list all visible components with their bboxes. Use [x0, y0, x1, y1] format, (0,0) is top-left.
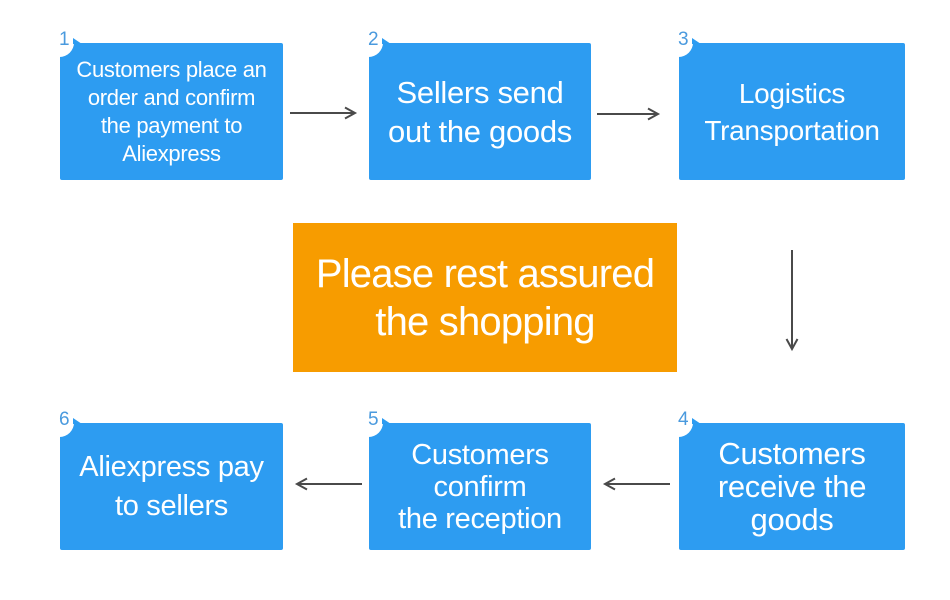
step-number-2: 2	[368, 29, 379, 50]
arrow-down-icon	[785, 250, 799, 356]
corner-curl	[382, 38, 391, 44]
flow-step-2: 2 Sellers send out the goods	[354, 28, 591, 180]
step-number-4: 4	[678, 409, 689, 430]
step-label-3: Logistics Transportation	[704, 77, 880, 146]
corner-notch	[354, 408, 383, 437]
step-number-5: 5	[368, 409, 379, 430]
step-number-3: 3	[678, 29, 689, 50]
corner-notch	[45, 28, 74, 57]
assurance-banner-label: Please rest assured the shopping	[315, 251, 655, 344]
step-label-2: Sellers send out the goods	[388, 74, 572, 149]
corner-curl	[73, 38, 82, 44]
arrow-right-icon	[290, 106, 362, 120]
step-number-6: 6	[59, 409, 70, 430]
step-number-1: 1	[59, 29, 70, 50]
corner-curl	[382, 418, 391, 424]
corner-curl	[692, 418, 701, 424]
flow-step-5: 5 Customers confirm the reception	[354, 408, 591, 550]
step-label-6: Aliexpress pay to sellers	[79, 450, 264, 522]
corner-notch	[354, 28, 383, 57]
corner-curl	[73, 418, 82, 424]
corner-notch	[45, 408, 74, 437]
flow-step-4: 4 Customers receive the goods	[664, 408, 905, 550]
flow-step-1: 1 Customers place an order and confirm t…	[45, 28, 283, 180]
arrow-left-icon	[290, 477, 362, 491]
flow-step-3: 3 Logistics Transportation	[664, 28, 905, 180]
arrow-left-icon	[598, 477, 670, 491]
corner-notch	[664, 28, 693, 57]
corner-curl	[692, 38, 701, 44]
arrow-right-icon	[597, 107, 665, 121]
flow-step-6: 6 Aliexpress pay to sellers	[45, 408, 283, 550]
step-label-4: Customers receive the goods	[717, 436, 867, 537]
step-label-1: Customers place an order and confirm the…	[76, 56, 267, 166]
step-label-5: Customers confirm the reception	[398, 438, 562, 535]
assurance-banner: Please rest assured the shopping	[293, 223, 677, 372]
corner-notch	[664, 408, 693, 437]
